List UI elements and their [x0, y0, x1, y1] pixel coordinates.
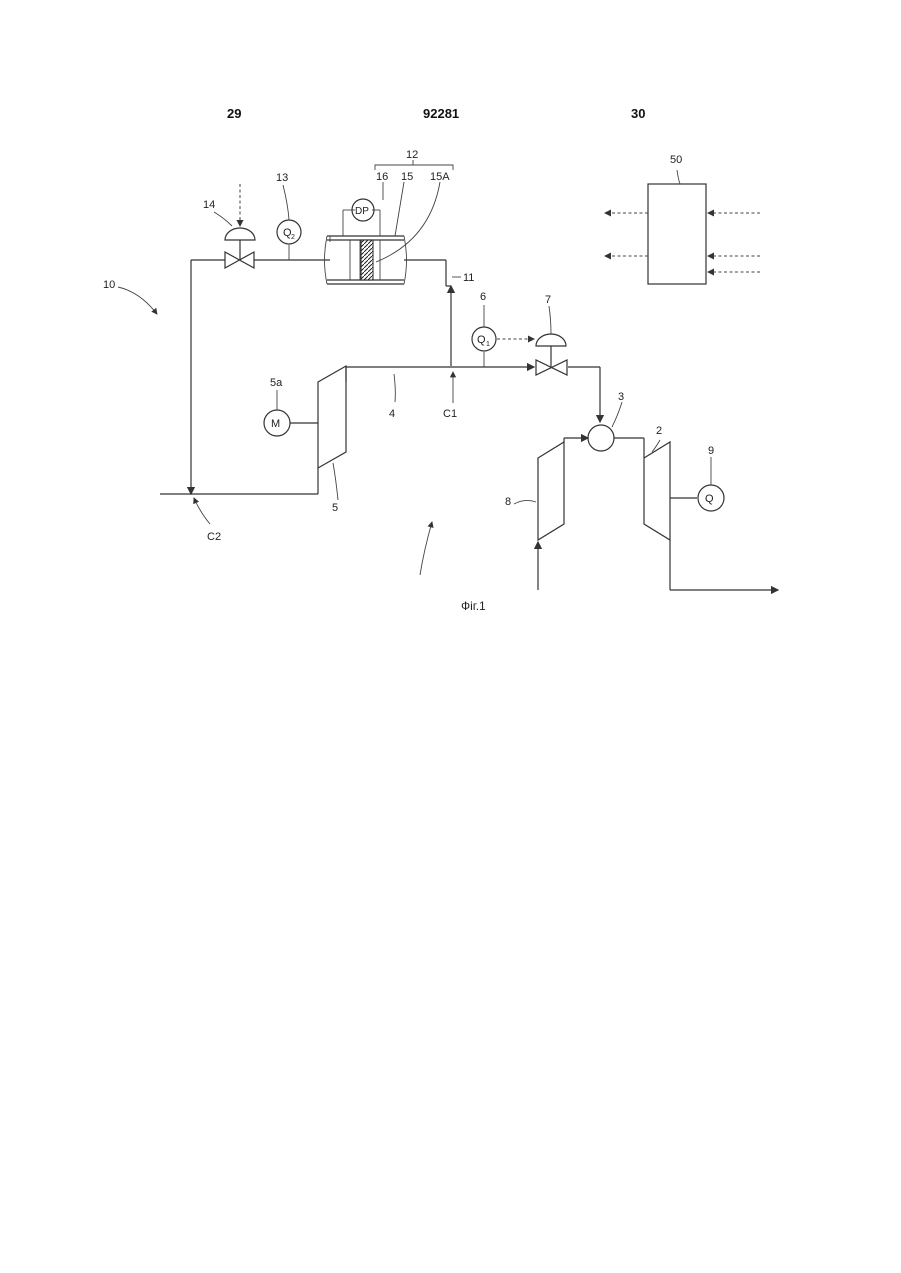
flow-meter-q1: Q 1: [472, 327, 534, 351]
generator-9: Q: [698, 485, 724, 511]
motor-5a: M: [264, 410, 318, 436]
q2-subscript: 2: [291, 234, 295, 241]
reference-labels: 10 12 13 14 16 15 15A 11 6 7 5a 4 C1 5 C…: [103, 149, 714, 543]
q1-subscript: 1: [486, 341, 490, 348]
label-10: 10: [103, 279, 115, 291]
label-3: 3: [618, 391, 624, 403]
dp-symbol: DP: [355, 206, 369, 217]
label-15: 15: [401, 171, 413, 183]
label-15a: 15A: [430, 171, 450, 183]
controller-50: [605, 170, 760, 284]
control-valve-14: [225, 184, 255, 268]
label-c2: C2: [207, 531, 221, 543]
label-9: 9: [708, 445, 714, 457]
label-11: 11: [463, 272, 474, 284]
figure-caption: Фіг.1: [461, 599, 486, 613]
label-2: 2: [656, 425, 662, 437]
flow-meter-q2: Q 2: [277, 220, 301, 244]
label-14: 14: [203, 199, 215, 211]
label-6: 6: [480, 291, 486, 303]
label-5: 5: [332, 502, 338, 514]
label-4: 4: [389, 408, 395, 420]
pipe-network: [118, 245, 600, 575]
label-16: 16: [376, 171, 388, 183]
control-valve-7: [536, 334, 567, 375]
label-12: 12: [406, 149, 418, 161]
label-c1: C1: [443, 408, 457, 420]
label-5a: 5a: [270, 377, 283, 389]
compressor-5: [318, 366, 346, 468]
label-7: 7: [545, 294, 551, 306]
label-8: 8: [505, 496, 511, 508]
label-13: 13: [276, 172, 288, 184]
generator-symbol: Q: [705, 493, 714, 505]
q1-symbol: Q: [477, 334, 486, 346]
motor-symbol: M: [271, 418, 280, 430]
turbine-2: [614, 438, 778, 590]
air-compressor-8: [514, 438, 588, 590]
combustor-3: [588, 425, 614, 451]
label-50: 50: [670, 154, 682, 166]
